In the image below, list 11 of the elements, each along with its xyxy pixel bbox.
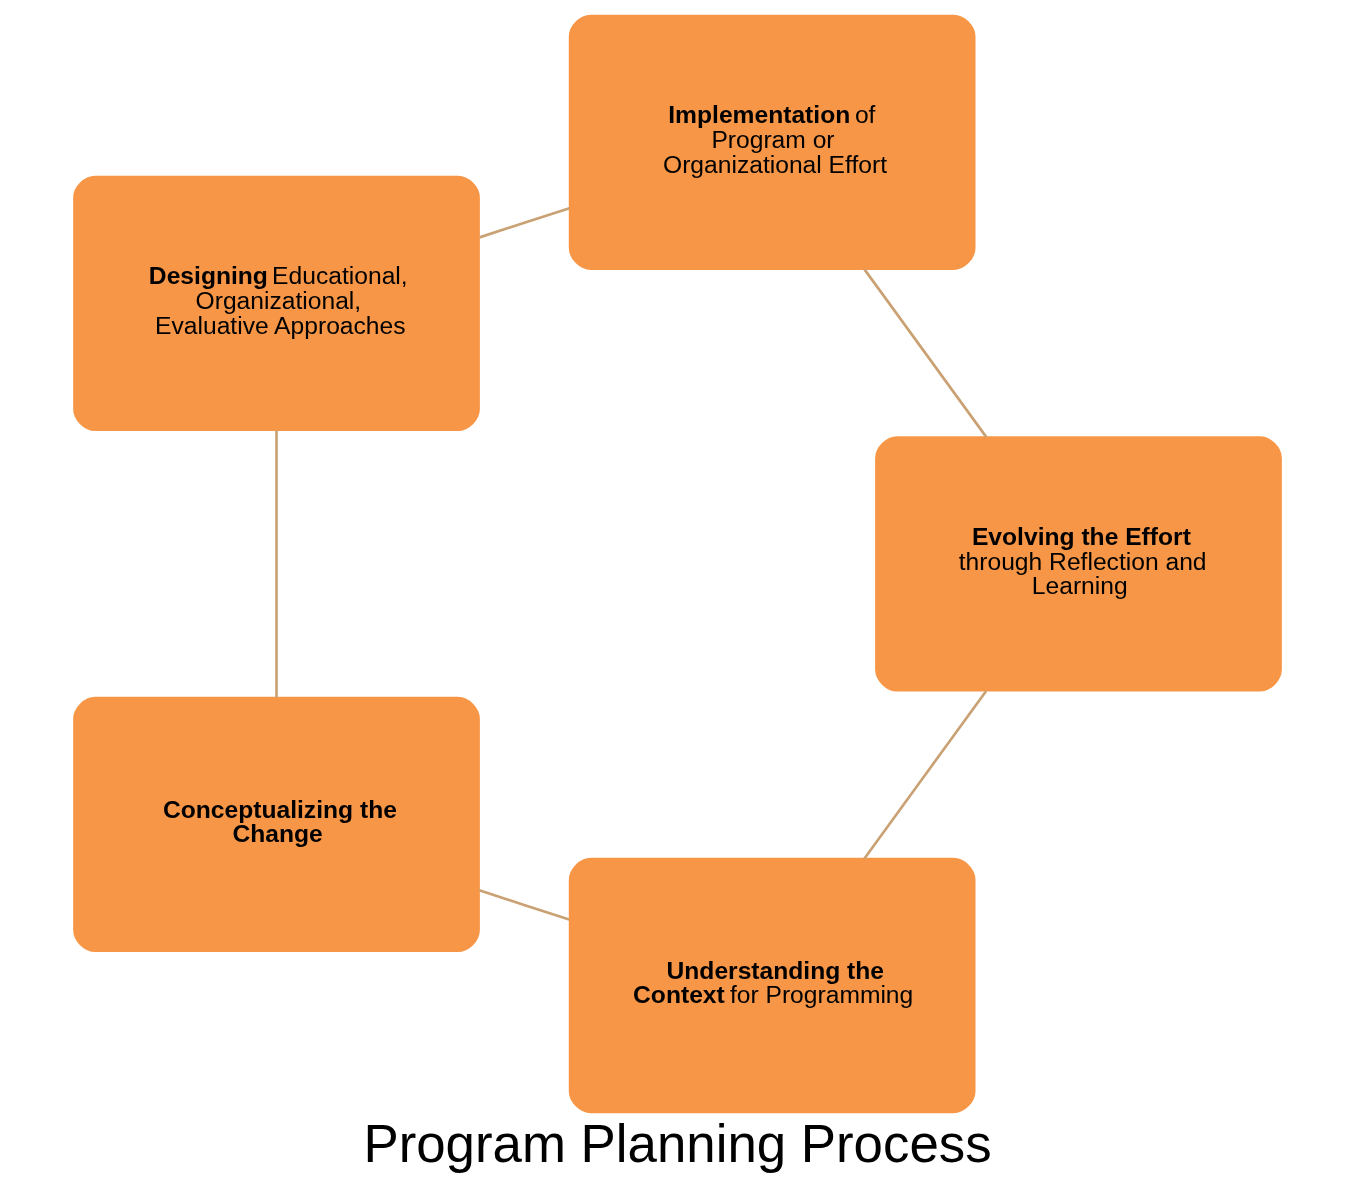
connector: [478, 206, 570, 239]
connector: [862, 690, 987, 860]
connector: [862, 268, 987, 438]
node-box: Evolving the Effort through Reflection and Learning: [874, 436, 1282, 692]
node-box: Implementation of Program or Organizational Effort: [568, 14, 975, 270]
connector: [274, 430, 278, 698]
connector: [478, 889, 570, 921]
node-box: Conceptualizing the Change: [72, 696, 480, 953]
node-box: Understanding the Context for Programming: [568, 857, 975, 1114]
node-box: Designing Educational, Organizational, Evaluative Approaches: [72, 175, 480, 431]
diagram-title: Program Planning Process: [362, 1113, 992, 1173]
